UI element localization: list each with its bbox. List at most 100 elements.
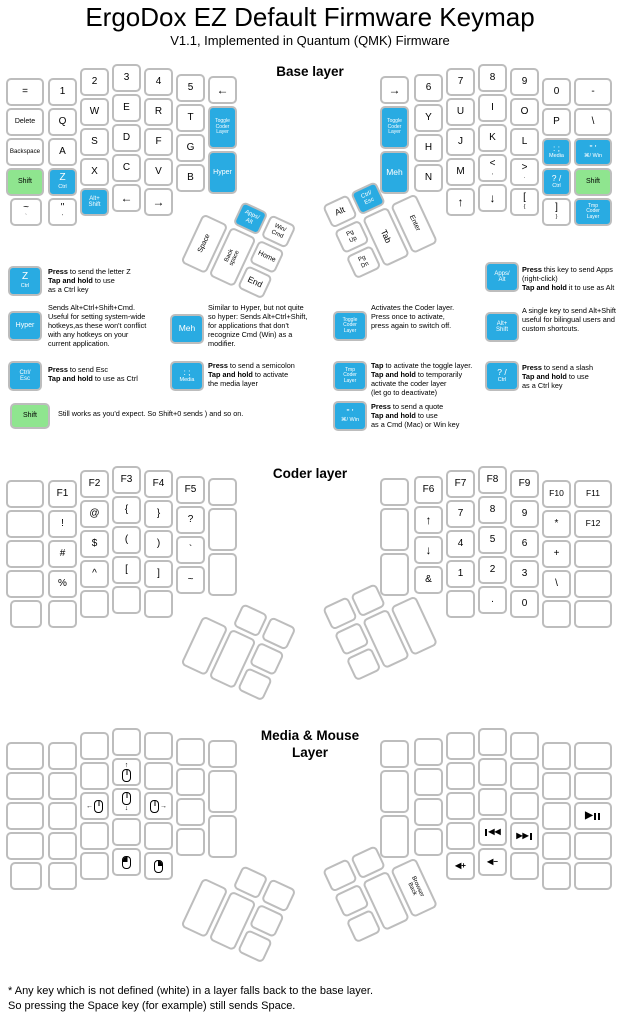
key-symbol: \ [542,570,571,598]
key-label: [ [125,563,128,575]
key-3: 3 [510,560,539,588]
legend-key-tmp-coder: Tmp Coder Layer [333,361,367,391]
key-shift: Shift [6,168,44,196]
key-label: 6 [425,81,432,93]
key-label: Browser Back [405,875,425,898]
key-sublabel: , [491,170,494,177]
key-5: 5 [478,526,507,554]
key-sublabel: ⌘/ Win [583,153,603,160]
mouse-btn-right-icon [154,859,163,873]
key-label: ` [188,543,193,555]
legend-text-shift: Still works as you'd expect. So Shift+0 … [58,409,244,418]
key-blank [574,832,612,860]
key-blank [144,822,173,850]
key-blank [446,732,475,760]
key-symbol: "' [48,198,77,226]
key-label: F3 [120,473,133,485]
key-backspace: Backspace [6,138,44,166]
key-s: S [80,128,109,156]
key-label: ? / [497,367,507,378]
key-mouse-down: ↓ [112,788,141,816]
key-symbol: { [112,496,141,524]
key-symbol: ` [176,536,205,564]
key-toggle-coder-layer: Toggle Coder Layer [380,106,409,149]
key-symbol: ← [208,76,237,104]
key-symbol: ^ [80,560,109,588]
key-symbol: ↓ [414,536,443,564]
key-symbol: <, [478,154,507,182]
mouse-right-icon: → [150,799,167,813]
mouse-glyph [154,859,163,873]
key-label: Delete [14,118,36,126]
key-8: 8 [478,496,507,524]
key-blank [48,862,77,890]
key-label: Tmp Coder Layer [586,202,600,220]
key-symbol: @ [80,500,109,528]
key-label: " ' [589,143,597,154]
key-blank [48,772,77,800]
direction-arrow: → [160,802,167,810]
key-label: Pg Up [345,229,358,244]
key-label: ↑ [457,194,464,209]
key-label: : ; [552,143,561,154]
vol-up-icon: ◀+ [455,861,466,870]
key-f10: F10 [542,480,571,508]
key-label: 0 [553,85,560,97]
key-n: N [414,164,443,192]
key-label: 2 [489,563,496,575]
key-label: = [22,85,28,97]
key-symbol: % [48,570,77,598]
key-label: 7 [457,507,464,519]
key-label: 4 [155,75,162,87]
key-blank [112,818,141,846]
mouse-up-icon: ↑ [122,762,131,782]
key-label: [ [523,192,526,204]
key-sublabel: Media [179,377,195,384]
key-label: ? [187,513,194,525]
key-9: 9 [510,500,539,528]
key-symbol: ↑ [414,506,443,534]
key-label: B [187,171,194,183]
key-7: 7 [446,500,475,528]
legend-key-meh: Meh [170,314,204,344]
key-blank [414,798,443,826]
key-blank [144,732,173,760]
key-label: → [152,194,165,209]
key-label: Shift [22,412,37,420]
key-7: 7 [446,68,475,96]
key-label: 4 [457,537,464,549]
key-label: M [456,165,465,177]
key-blank [574,540,612,568]
key-label: Space [196,233,212,255]
prev-track-icon: ◀◀ [484,828,501,836]
legend-text-ctrl-esc: Press to send Esc Tap and hold to use as… [48,365,138,383]
key-k: K [478,124,507,152]
key-f7: F7 [446,470,475,498]
key-label: 5 [187,81,194,93]
key-label: ] [157,567,160,579]
play-pause-icon: ▶ [585,811,601,821]
key-label: T [187,111,194,123]
key-label: F [155,135,162,147]
key-blank [48,832,77,860]
key-blank [542,832,571,860]
legend-text-z-ctrl: Press to send the letter Z Tap and hold … [48,267,131,294]
key-label: ^ [92,567,97,579]
key-label: 6 [521,537,528,549]
key-label: & [425,573,432,585]
key-label: Toggle Coder Layer [215,118,230,136]
key-blank [208,478,237,506]
key-symbol: : ;Media [542,138,571,166]
key-label: E [123,101,130,113]
key-label: C [122,161,131,173]
vol-down-icon: ◀− [487,857,498,866]
coder-layer-heading: Coder layer [272,466,348,481]
key-y: Y [414,104,443,132]
key-symbol: ↑ [446,188,475,216]
key-sublabel: { [523,204,526,211]
key-blank [414,738,443,766]
key-label: O [520,105,529,117]
key-label: P [553,115,560,127]
key-label: 1 [457,567,464,579]
